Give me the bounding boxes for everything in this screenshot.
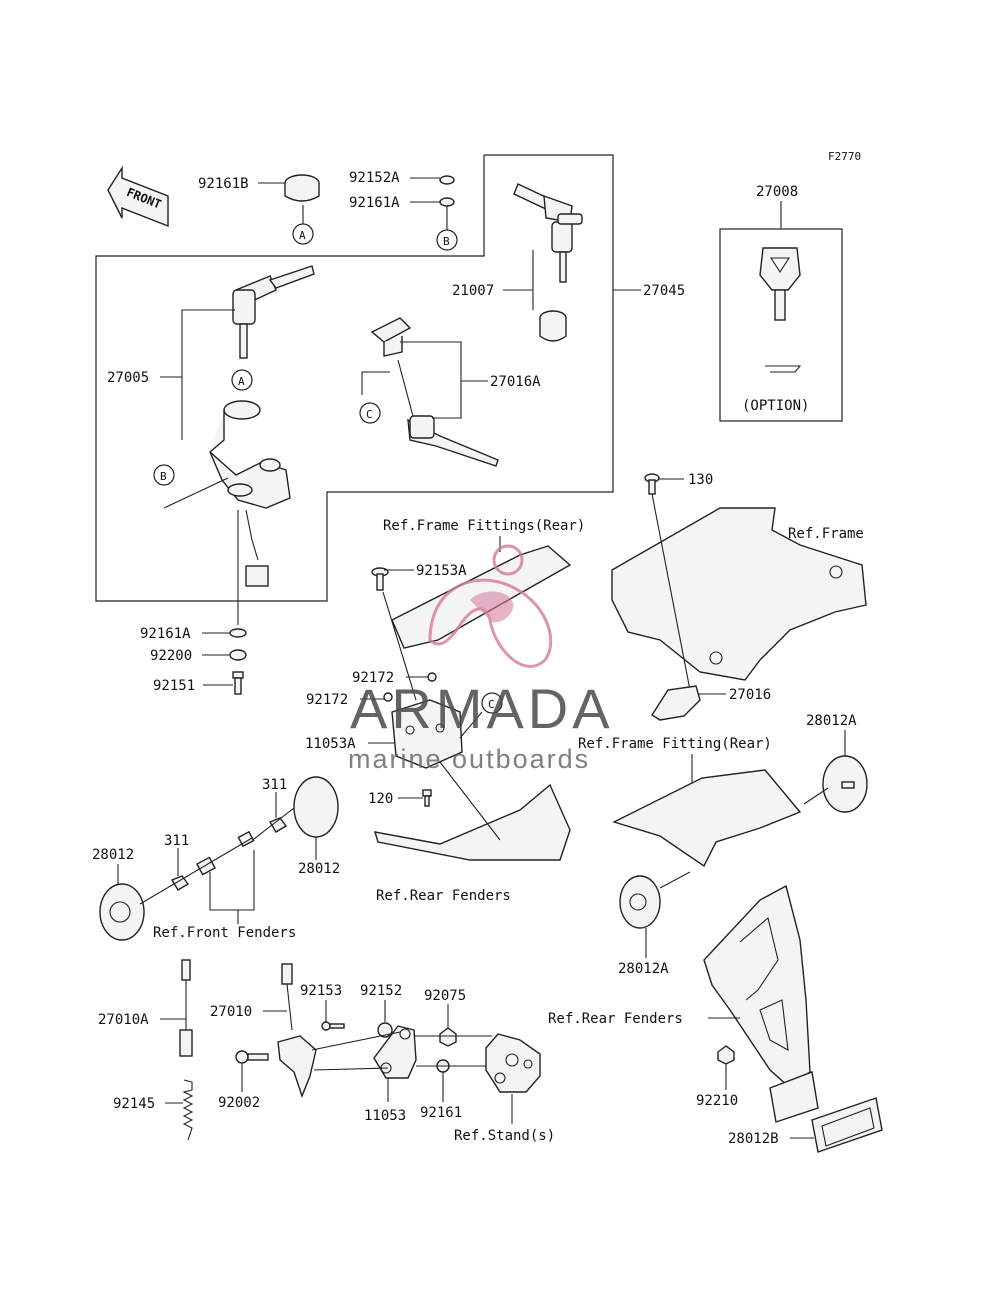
part-92172-a: 92172 xyxy=(352,670,394,686)
part-28012A-bottom: 28012A xyxy=(618,961,669,977)
part-92200: 92200 xyxy=(150,648,192,664)
bracket-reflector-icon xyxy=(769,1071,819,1123)
assembly-frame xyxy=(95,154,614,602)
part-28012B: 28012B xyxy=(728,1131,779,1147)
spacer-icon xyxy=(237,830,255,848)
part-27010: 27010 xyxy=(210,1004,252,1020)
part-21007: 21007 xyxy=(452,283,494,299)
watermark-logo-icon xyxy=(428,544,553,668)
part-92161B: 92161B xyxy=(198,176,249,192)
part-27008: 27008 xyxy=(756,184,798,200)
key-set-21007-icon xyxy=(513,183,583,283)
bracket-11053-icon xyxy=(373,1025,417,1079)
cover-28012-right-icon xyxy=(293,776,339,838)
lock-cylinder-21007-icon xyxy=(539,310,567,342)
spacer-b-icon xyxy=(196,856,216,876)
reflector-28012B-icon xyxy=(811,1097,883,1153)
bolt-92153A-icon xyxy=(371,567,389,591)
part-27016A: 27016A xyxy=(490,374,541,390)
part-28012-left: 28012 xyxy=(92,847,134,863)
part-92210: 92210 xyxy=(696,1093,738,1109)
callout-a-switch: A xyxy=(238,375,245,388)
part-120: 120 xyxy=(368,791,393,807)
callout-c-bracket: C xyxy=(488,698,495,711)
bolt-92151-icon xyxy=(232,671,244,695)
bolt-92002-icon xyxy=(235,1050,269,1064)
ref-stands: Ref.Stand(s) xyxy=(454,1128,555,1144)
kawasaki-key-icon xyxy=(759,247,801,321)
front-arrow-icon: FRONT xyxy=(107,165,169,228)
part-11053: 11053 xyxy=(364,1108,406,1124)
part-92075: 92075 xyxy=(424,988,466,1004)
cover-28012A-top-icon xyxy=(822,755,868,813)
watermark-tagline: marine outboards xyxy=(348,744,590,774)
frame-fitting-rear-icon xyxy=(612,769,802,868)
rear-fender-center-icon xyxy=(374,783,571,861)
part-92152A: 92152A xyxy=(349,170,400,186)
part-92152: 92152 xyxy=(360,983,402,999)
washer-92152A-icon xyxy=(439,175,455,185)
part-27016: 27016 xyxy=(729,687,771,703)
bolt-130-icon xyxy=(644,473,660,495)
part-130: 130 xyxy=(688,472,713,488)
option-label: (OPTION) xyxy=(742,398,809,414)
part-92151: 92151 xyxy=(153,678,195,694)
part-92161A-top: 92161A xyxy=(349,195,400,211)
callout-c-lock: C xyxy=(366,408,373,421)
ref-rear-fenders-center: Ref.Rear Fenders xyxy=(376,888,511,904)
bracket-11053A-icon xyxy=(391,699,463,769)
figure-code: F2770 xyxy=(828,150,861,163)
part-311-b: 311 xyxy=(164,833,189,849)
part-27045: 27045 xyxy=(643,283,685,299)
screw-92172-b-icon xyxy=(383,692,393,702)
washer-92161A-bottom-icon xyxy=(229,628,247,638)
bolt-92153-icon xyxy=(321,1021,345,1031)
part-28012A-top: 28012A xyxy=(806,713,857,729)
watermark-brand: ARMADA xyxy=(350,677,614,740)
cover-28012A-bottom-icon xyxy=(619,875,661,929)
part-27005: 27005 xyxy=(107,370,149,386)
callout-b-switch: B xyxy=(160,470,167,483)
part-27010A: 27010A xyxy=(98,1012,149,1028)
cap-92161B-icon xyxy=(284,174,320,202)
option-logo-icon xyxy=(765,365,802,373)
switch-27010-icon xyxy=(277,963,317,1099)
part-11053A: 11053A xyxy=(305,736,356,752)
rear-frame-icon xyxy=(611,507,867,681)
cover-28012-left-icon xyxy=(99,883,145,941)
seat-lock-27016A-icon xyxy=(370,317,499,467)
part-92145: 92145 xyxy=(113,1096,155,1112)
keys-27005-icon xyxy=(232,265,315,359)
part-92153: 92153 xyxy=(300,983,342,999)
part-311-a: 311 xyxy=(262,777,287,793)
ref-frame-fitting-rear: Ref.Frame Fitting(Rear) xyxy=(578,736,772,752)
callout-a-top: A xyxy=(299,229,306,242)
bolt-120-icon xyxy=(422,789,432,807)
bracket-27016-icon xyxy=(651,685,701,721)
part-28012-right: 28012 xyxy=(298,861,340,877)
ref-rear-fenders-right: Ref.Rear Fenders xyxy=(548,1011,683,1027)
spring-92145-icon xyxy=(182,1079,194,1141)
nut-92210-icon xyxy=(717,1045,735,1065)
ignition-switch-27005-icon xyxy=(208,400,291,587)
nut-92075-icon xyxy=(439,1027,457,1047)
ref-frame: Ref.Frame xyxy=(788,526,864,542)
nut-311-b-icon xyxy=(170,875,190,891)
washer-92200-icon xyxy=(229,649,247,661)
washer-92152-icon xyxy=(377,1022,393,1038)
switch-27010A-icon xyxy=(179,959,193,1057)
part-92153A: 92153A xyxy=(416,563,467,579)
part-92161A-bottom: 92161A xyxy=(140,626,191,642)
callout-b-top: B xyxy=(443,235,450,248)
part-92172-b: 92172 xyxy=(306,692,348,708)
ref-front-fenders: Ref.Front Fenders xyxy=(153,925,296,941)
part-92002: 92002 xyxy=(218,1095,260,1111)
ref-frame-fittings-rear: Ref.Frame Fittings(Rear) xyxy=(383,518,585,534)
washer-92161A-top-icon xyxy=(439,197,455,207)
part-92161: 92161 xyxy=(420,1105,462,1121)
side-stand-icon xyxy=(485,1033,541,1093)
nut-311-a-icon xyxy=(268,817,288,833)
